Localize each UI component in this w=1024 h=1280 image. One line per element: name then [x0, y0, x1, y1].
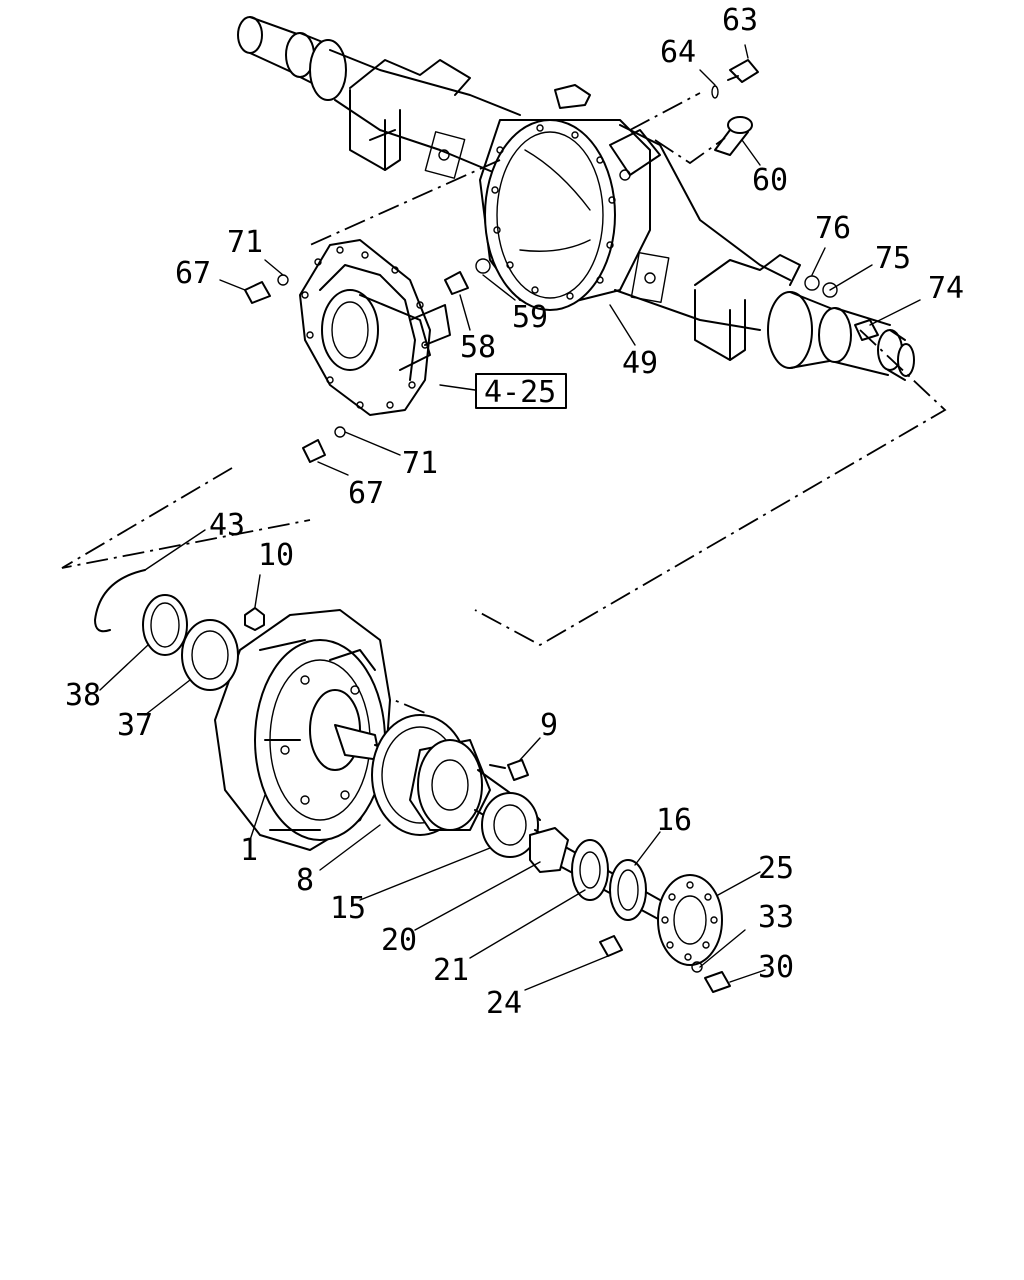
- reference-box: [475, 373, 567, 409]
- bolt-63: [727, 59, 759, 83]
- washer-71-upper: [277, 274, 289, 286]
- callout-59: 59: [512, 300, 548, 335]
- bolt-67-upper: [244, 281, 271, 304]
- hub-bolt-9: [489, 759, 529, 781]
- bearing-37: [181, 619, 239, 691]
- screw-24: [599, 935, 623, 957]
- callout-71-lower: 71: [402, 446, 438, 481]
- nut-76: [804, 275, 820, 291]
- callout-64: 64: [660, 35, 696, 70]
- lock-nut-21: [571, 839, 609, 901]
- washer-71-lower: [334, 426, 346, 438]
- oil-seal-16: [609, 859, 647, 921]
- callout-58: 58: [460, 330, 496, 365]
- callout-76: 76: [815, 211, 851, 246]
- callout-67-lower: 67: [348, 476, 384, 511]
- washer-64: [711, 85, 719, 99]
- bearing-15: [481, 792, 539, 858]
- bolt-30: [704, 971, 731, 993]
- callout-10: 10: [258, 538, 294, 573]
- callout-20: 20: [381, 923, 417, 958]
- oring-59: [475, 258, 491, 274]
- snap-ring-43: [94, 569, 146, 633]
- callout-15: 15: [330, 891, 366, 926]
- callout-75: 75: [875, 241, 911, 276]
- callout-60: 60: [752, 163, 788, 198]
- bolt-67-lower: [302, 439, 326, 463]
- oil-seal-38: [142, 594, 188, 656]
- differential-carrier: [299, 239, 451, 416]
- plug-58: [444, 271, 469, 295]
- callout-8: 8: [296, 863, 314, 898]
- callout-63: 63: [722, 3, 758, 38]
- callout-16: 16: [656, 803, 692, 838]
- plug-60: [714, 116, 753, 156]
- washer-75: [822, 282, 838, 298]
- callout-21: 21: [433, 953, 469, 988]
- callout-38: 38: [65, 678, 101, 713]
- callout-labels: 63 64 60 71 67 76 75 74 59 58 49 4-25 71…: [65, 3, 964, 1021]
- brake-drum-1: [214, 609, 391, 851]
- callout-37: 37: [117, 708, 153, 743]
- callout-49: 49: [622, 346, 658, 381]
- callout-74: 74: [928, 271, 964, 306]
- callout-33: 33: [758, 900, 794, 935]
- flange-25: [657, 874, 723, 966]
- leader-lines: [99, 44, 921, 991]
- washer-33: [691, 961, 703, 973]
- hub-8: [371, 714, 541, 836]
- callout-1: 1: [240, 833, 258, 868]
- callout-30: 30: [758, 950, 794, 985]
- callout-43: 43: [209, 508, 245, 543]
- reference-4-25: 4-25: [484, 375, 556, 410]
- axle-housing: [237, 16, 915, 381]
- nut-10: [244, 607, 265, 631]
- callout-25: 25: [758, 851, 794, 886]
- bolt-74: [854, 319, 879, 341]
- lock-washer-20: [529, 827, 569, 873]
- callout-67-upper: 67: [175, 256, 211, 291]
- callout-24: 24: [486, 986, 522, 1021]
- callout-71-upper: 71: [227, 225, 263, 260]
- callout-9: 9: [540, 708, 558, 743]
